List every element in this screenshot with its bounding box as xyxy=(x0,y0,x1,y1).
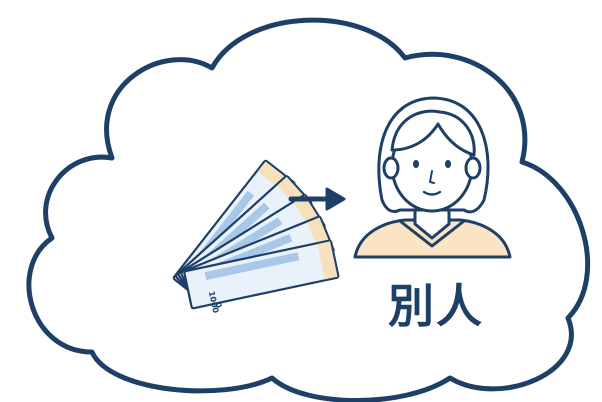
right-arrow-icon xyxy=(288,187,346,211)
banknote: 1000 xyxy=(183,239,340,314)
person-avatar-icon xyxy=(353,96,512,259)
caption-other-person: 別人 xyxy=(388,279,484,333)
banknotes-icon: 10001000100010001000 xyxy=(172,159,340,314)
fringe xyxy=(390,109,476,157)
